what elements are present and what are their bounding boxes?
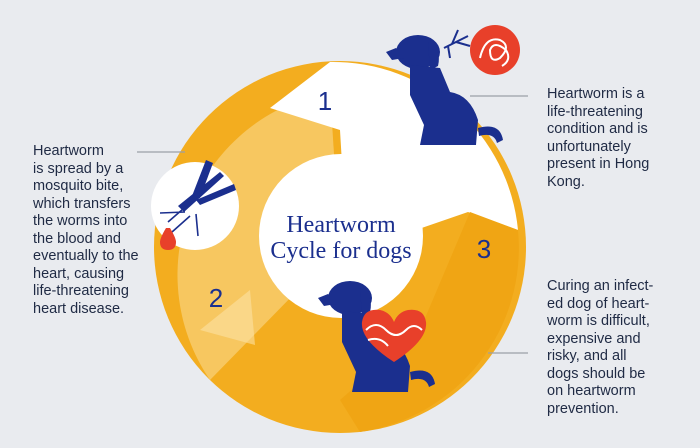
mosquito-icon [443,29,471,59]
heart-worms [365,324,423,347]
center-title-line-1: Heartworm [286,212,396,238]
dog-icon [386,35,503,145]
step-1-arrow [270,61,518,232]
note-top-right: Heartworm is a life-threatening conditio… [547,86,650,190]
center-circle [259,154,423,318]
heartworm-badge-icon [470,25,520,75]
step-number-2: 2 [209,283,223,313]
center-title-line-2: Cycle for dogs [270,238,411,264]
heartworm-squiggle [479,38,510,67]
step-2-segment [177,92,340,380]
mosquito-legs [159,208,199,237]
dog-icon [318,281,435,392]
blood-drop-icon [160,228,176,250]
mosquito-badge [151,162,239,250]
mosquito-icon [178,160,236,212]
note-bottom-right: Curing an infect- ed dog of heart- worm … [547,278,654,417]
step-number-3: 3 [477,234,491,264]
step-2-highlight [200,290,255,345]
note-left: Heartworm is spread by a mosquito bite, … [33,143,139,317]
heart-icon [361,309,427,362]
step-number-1: 1 [318,86,332,116]
